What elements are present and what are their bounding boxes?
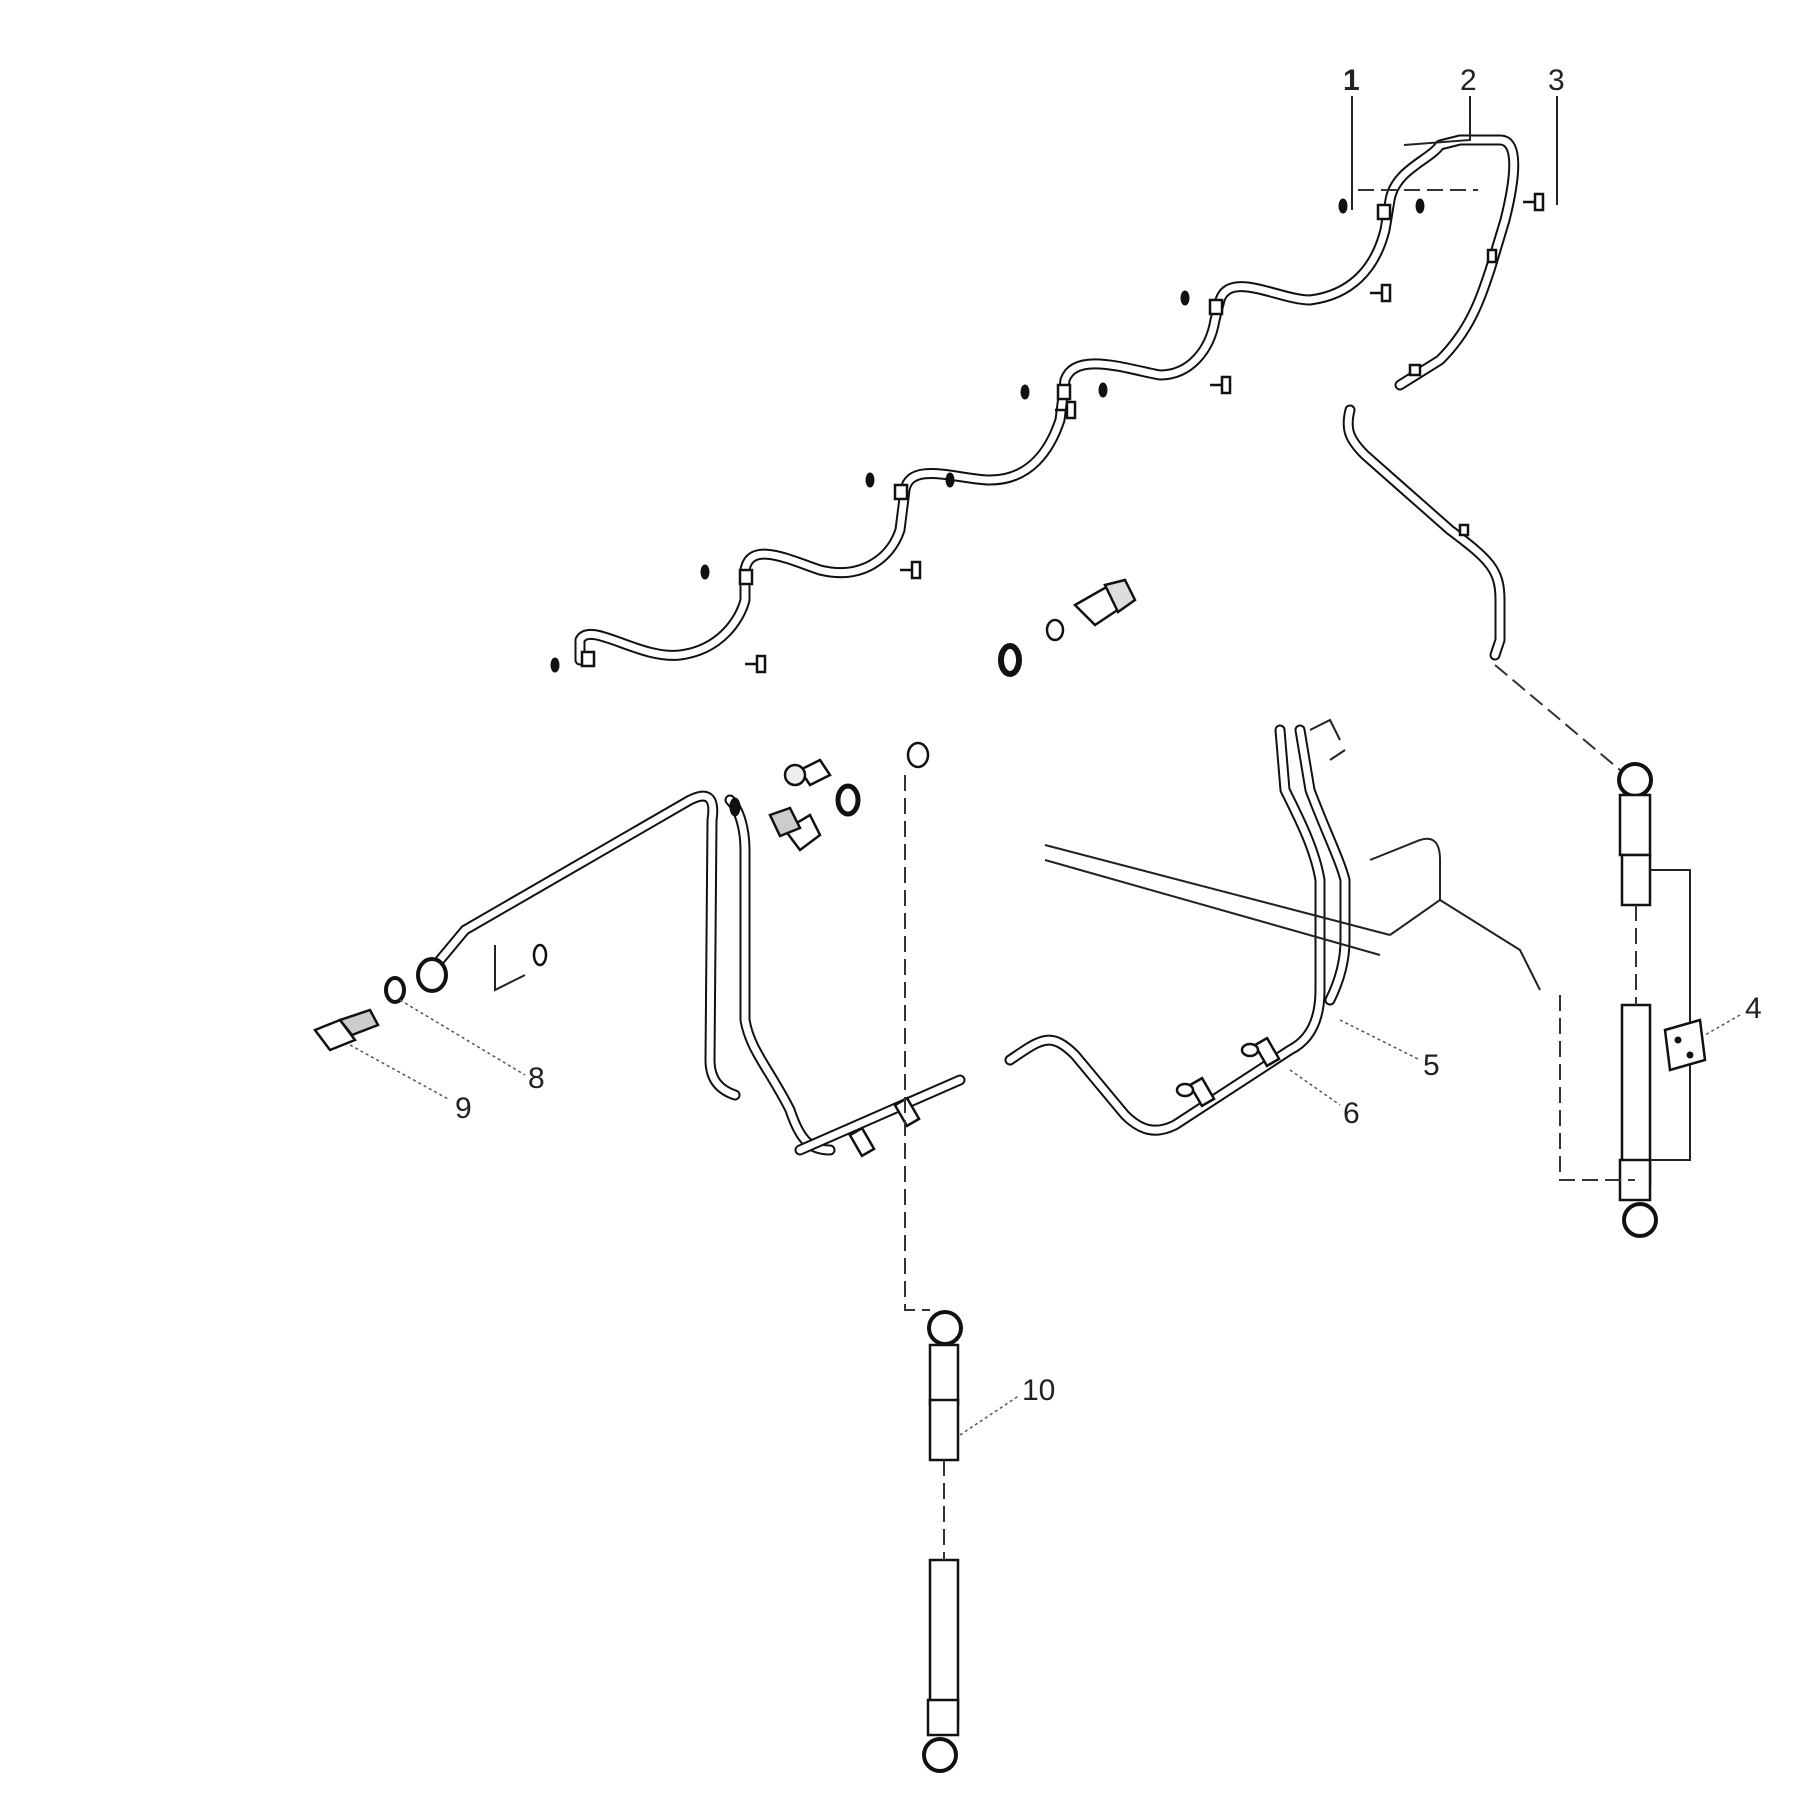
leader-lines bbox=[349, 96, 1741, 1436]
callout-2: 2 bbox=[1460, 64, 1477, 97]
upper-fittings bbox=[580, 203, 1498, 668]
callout-8: 8 bbox=[528, 1062, 545, 1095]
frame-bracket-ghost bbox=[1044, 718, 1541, 991]
right-hose-connection bbox=[1494, 664, 1621, 771]
right-hose bbox=[1559, 762, 1707, 1238]
lower-hose bbox=[904, 775, 963, 1773]
callout-4: 4 bbox=[1745, 992, 1762, 1025]
pipe-clamps bbox=[848, 1036, 1281, 1158]
upper-washers bbox=[550, 198, 1425, 673]
callout-9: 9 bbox=[455, 1092, 472, 1125]
callout-10: 10 bbox=[1022, 1374, 1055, 1407]
upper-pipe-assembly bbox=[550, 134, 1545, 674]
banjo-bolt-middle bbox=[998, 578, 1137, 677]
banjo-bolt-lower bbox=[729, 741, 930, 852]
callout-1: 1 bbox=[1343, 64, 1360, 97]
callout-3: 3 bbox=[1548, 64, 1565, 97]
callout-5: 5 bbox=[1423, 1049, 1440, 1082]
callout-labels: 1 2 3 4 5 6 8 9 10 bbox=[455, 64, 1762, 1407]
lower-pipe-assembly bbox=[313, 718, 1541, 1158]
callout-6: 6 bbox=[1343, 1097, 1360, 1130]
upper-screws bbox=[745, 192, 1545, 674]
left-banjo-fitting bbox=[313, 943, 548, 1052]
